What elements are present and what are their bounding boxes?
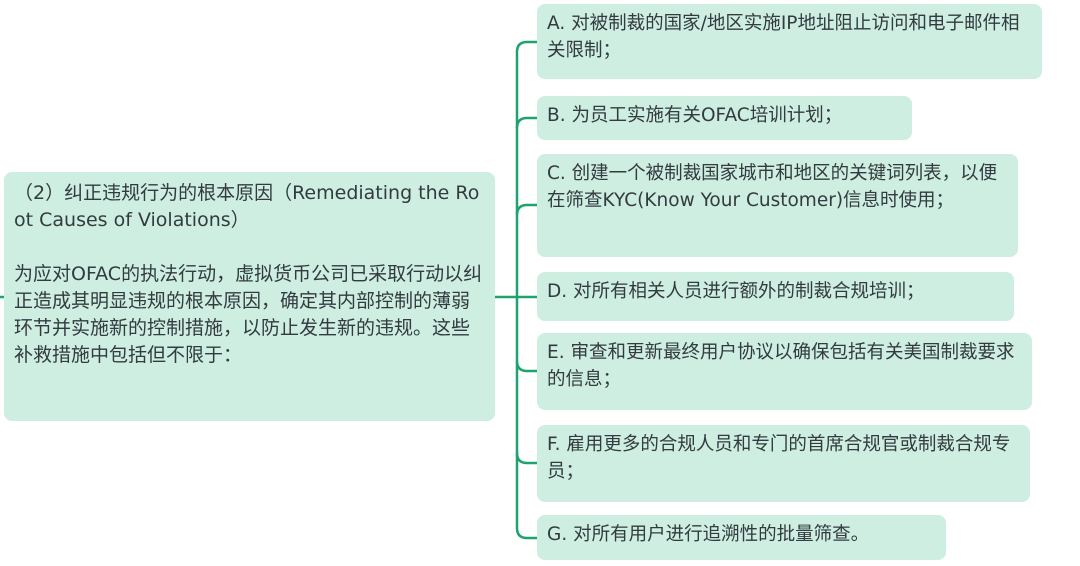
branch-connector-e <box>515 360 537 373</box>
branch-connector-g <box>515 527 537 540</box>
main-topic-body: 为应对OFAC的执法行动，虚拟货币公司已采取行动以纠正造成其明显违规的根本原因，… <box>14 263 483 366</box>
branch-connector-f <box>515 452 537 465</box>
branch-node-f[interactable]: F. 雇用更多的合规人员和专门的首席合规官或制裁合规专员； <box>537 425 1030 502</box>
branch-connector-c <box>515 203 537 216</box>
branch-node-e[interactable]: E. 审查和更新最终用户协议以确保包括有关美国制裁要求的信息； <box>537 333 1032 410</box>
branch-node-a[interactable]: A. 对被制裁的国家/地区实施IP地址阻止访问和电子邮件相关限制； <box>537 4 1042 79</box>
main-topic-title: （2）纠正违规行为的根本原因（Remediating the Root Caus… <box>14 182 480 231</box>
branch-node-d[interactable]: D. 对所有相关人员进行额外的制裁合规培训； <box>537 272 1014 321</box>
branch-connector-a <box>515 40 537 53</box>
branch-node-c[interactable]: C. 创建一个被制裁国家城市和地区的关键词列表，以便在筛查KYC(Know Yo… <box>537 154 1018 257</box>
branch-node-g[interactable]: G. 对所有用户进行追溯性的批量筛查。 <box>537 515 946 560</box>
main-topic-node[interactable]: （2）纠正违规行为的根本原因（Remediating the Root Caus… <box>4 172 495 421</box>
branch-node-b[interactable]: B. 为员工实施有关OFAC培训计划； <box>537 96 912 140</box>
branch-connector-b <box>515 116 537 129</box>
